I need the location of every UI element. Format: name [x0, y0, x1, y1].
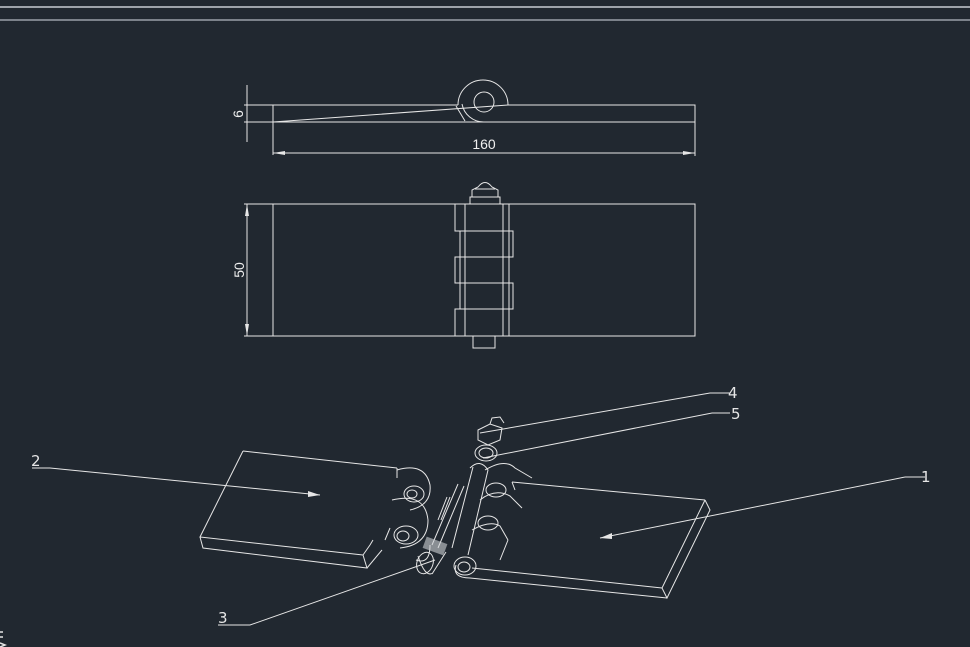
ucs-icon — [0, 631, 8, 647]
isometric-exploded-view — [199, 416, 711, 600]
callout-label-5: 5 — [731, 405, 741, 423]
side-view: 6 160 — [230, 79, 696, 156]
part-callouts: 1 2 3 4 5 — [31, 384, 931, 627]
callout-label-1: 1 — [921, 468, 931, 486]
callout-label-2: 2 — [31, 452, 41, 470]
front-view: 50 — [231, 182, 696, 349]
hinge-eye-outline — [457, 79, 509, 106]
dimension-thickness: 6 — [230, 110, 246, 118]
pin-hole — [473, 91, 495, 113]
callout-label-4: 4 — [728, 384, 738, 402]
callout-label-3: 3 — [218, 609, 228, 627]
dimension-width: 50 — [231, 262, 247, 278]
dimension-length: 160 — [472, 136, 496, 152]
